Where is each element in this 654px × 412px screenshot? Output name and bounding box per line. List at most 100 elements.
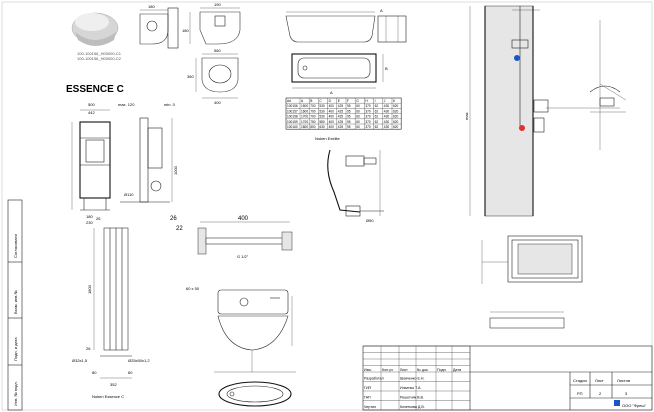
panel-pipe2-dim: Ø25x50x1,2: [128, 358, 150, 363]
spec-cell: 620: [393, 115, 399, 119]
panel-top-dim: 26: [96, 216, 101, 221]
spec-cell: 630: [319, 125, 325, 129]
shower-tray-view: [481, 235, 583, 329]
title-block-header-cell: Кол.уч: [382, 368, 393, 372]
shower-arm-view: 26 22 400 G 1/2" 60 x 50: [170, 216, 293, 291]
spec-header-cell: Art: [287, 99, 291, 103]
panel-w1-dim: 80: [92, 370, 97, 375]
spec-cell: 370: [365, 120, 371, 124]
spec-cell: 430: [384, 104, 390, 108]
panel-w2-dim: 60: [128, 370, 133, 375]
spec-cell: 425: [338, 115, 344, 119]
title-block-role: Разработал: [364, 377, 384, 381]
title-block-name: Кочеткова Д.В.: [400, 405, 425, 409]
toilet-side-view: 180: [139, 4, 179, 49]
spec-header-cell: B: [310, 99, 312, 103]
spec-cell: 580: [319, 120, 325, 124]
spec-cell: 425: [338, 125, 344, 129]
shower-thread-dim: G 1/2": [237, 254, 249, 259]
side-stamp: Согласовано Взам. инв.№ Подп. и дата Инв…: [7, 199, 23, 411]
spec-cell: 60: [356, 120, 360, 124]
spec-cell: 430: [384, 125, 390, 129]
frame-inner-dim: 442: [88, 110, 95, 115]
toilet-front-dim: 190: [214, 2, 221, 7]
spec-cell: 400: [329, 125, 335, 129]
shower-elevation-view: max: [464, 5, 620, 217]
title-block-role: ГАП: [364, 396, 371, 400]
spec-cell: 100156: [287, 104, 298, 108]
spec-cell: 620: [393, 104, 399, 108]
spec-cell: 95: [347, 109, 351, 113]
toilet-top-dim: 560: [214, 48, 221, 53]
svg-text:100-100156_H00000-C1: 100-100156_H00000-C1: [77, 51, 122, 56]
spec-cell: 370: [365, 104, 371, 108]
frame-max-dim: max. 120: [118, 102, 135, 107]
panel-pipe-dim: Ø32x1,5: [72, 358, 88, 363]
spec-header-cell: H: [365, 99, 368, 103]
spec-cell: 100157: [287, 109, 298, 113]
sheets-label: Листов: [617, 378, 630, 383]
spec-header-cell: K: [393, 99, 396, 103]
frame-base-dim: 180: [86, 214, 93, 219]
spec-cell: 400: [329, 104, 335, 108]
spec-cell: 1500: [301, 104, 308, 108]
spec-cell: 430: [384, 109, 390, 113]
spec-cell: 425: [338, 109, 344, 113]
spec-cell: 1700: [301, 120, 308, 124]
title-block-role: Чертил: [364, 405, 376, 409]
stamp-signature-text: Подп. и дата: [13, 337, 18, 361]
spec-cell: 530: [319, 109, 325, 113]
svg-text:100-100156_H00000-C2: 100-100156_H00000-C2: [77, 56, 122, 61]
spec-cell: 62: [375, 104, 379, 108]
spec-cell: 95: [347, 120, 351, 124]
washbasin-top-view: [214, 371, 296, 407]
spec-header-cell: J: [384, 99, 386, 103]
spec-header-cell: G: [356, 99, 359, 103]
spec-cell: 370: [365, 115, 371, 119]
svg-text:A: A: [380, 8, 383, 13]
spec-cell: 750: [310, 120, 316, 124]
spec-cell: 95: [347, 125, 351, 129]
siphon-drain-dim: Ø50: [366, 218, 374, 223]
title-block-header-cell: Изм.: [364, 368, 372, 372]
spec-cell: 400: [329, 120, 335, 124]
toilet-width-dim: 360: [187, 74, 194, 79]
spec-cell: 400: [329, 109, 335, 113]
title-block-header-cell: Лист: [400, 368, 408, 372]
toilet-height-dim: 400: [214, 100, 221, 105]
svg-text:B: B: [385, 66, 388, 71]
svg-text:max: max: [464, 112, 469, 120]
spec-cell: 62: [375, 115, 379, 119]
toilet-side-dim: 180: [148, 4, 155, 9]
bath-siphon-view: Noken Exelite Ø50: [315, 136, 384, 223]
spec-cell: 370: [365, 125, 371, 129]
stage-value: РП: [577, 391, 583, 396]
spec-cell: 60: [356, 104, 360, 108]
towel-panel-view: 26 1800 26 Ø32x1,5 Ø25x50x1,2 80 60 352 …: [72, 216, 150, 399]
spec-cell: 60: [356, 109, 360, 113]
spec-cell: 400: [329, 115, 335, 119]
frame-pipe-dim: Ø110: [124, 192, 134, 197]
spec-cell: 700: [310, 109, 316, 113]
spec-cell: 1800: [301, 125, 308, 129]
stamp-inventory-text: Инв. № подл.: [13, 381, 18, 406]
title-block-header-cell: № док.: [417, 368, 429, 372]
frame-base2-dim: 230: [86, 220, 93, 225]
sheet-value: 2: [599, 391, 602, 396]
shower-a-dim: 22: [176, 226, 183, 232]
toilet-front-view: 190 180: [182, 2, 241, 45]
spec-cell: 60: [356, 125, 360, 129]
title-block-header-cell: Подп.: [437, 368, 447, 372]
spec-cell: 100160: [287, 125, 298, 129]
bath-top-view: A B: [291, 53, 388, 95]
sheets-value: 3: [625, 391, 628, 396]
spec-cell: 62: [375, 109, 379, 113]
spec-cell: 620: [393, 109, 399, 113]
spec-cell: 530: [319, 104, 325, 108]
panel-height-dim: 1800: [87, 284, 92, 294]
panel-w3-dim: 352: [110, 382, 117, 387]
spec-cell: 370: [365, 109, 371, 113]
spec-cell: 100158: [287, 115, 298, 119]
stamp-approved-text: Согласовано: [13, 233, 18, 258]
